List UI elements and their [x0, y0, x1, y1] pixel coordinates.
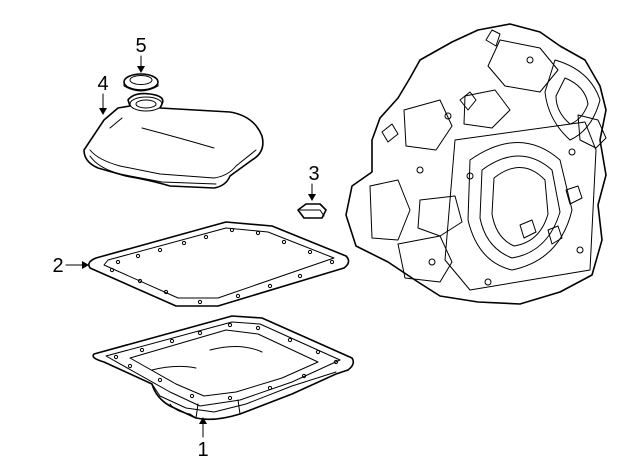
svg-text:3: 3	[308, 163, 319, 185]
oil-pan	[92, 315, 355, 421]
callout-3: 3	[308, 163, 320, 201]
svg-text:4: 4	[97, 73, 108, 95]
gasket-bolt-holes	[109, 227, 335, 305]
pan-gasket	[88, 221, 350, 307]
callout-4: 4	[97, 73, 109, 115]
transaxle-case	[345, 23, 607, 305]
magnet	[297, 203, 327, 219]
callout-1: 1	[197, 417, 209, 461]
filter-seal	[123, 73, 159, 92]
pan-bolt-holes	[113, 322, 339, 401]
svg-text:5: 5	[135, 35, 146, 57]
callout-2: 2	[52, 255, 89, 277]
svg-text:1: 1	[197, 439, 208, 461]
filter	[83, 92, 264, 189]
callout-5: 5	[135, 35, 147, 73]
svg-text:2: 2	[52, 255, 63, 277]
